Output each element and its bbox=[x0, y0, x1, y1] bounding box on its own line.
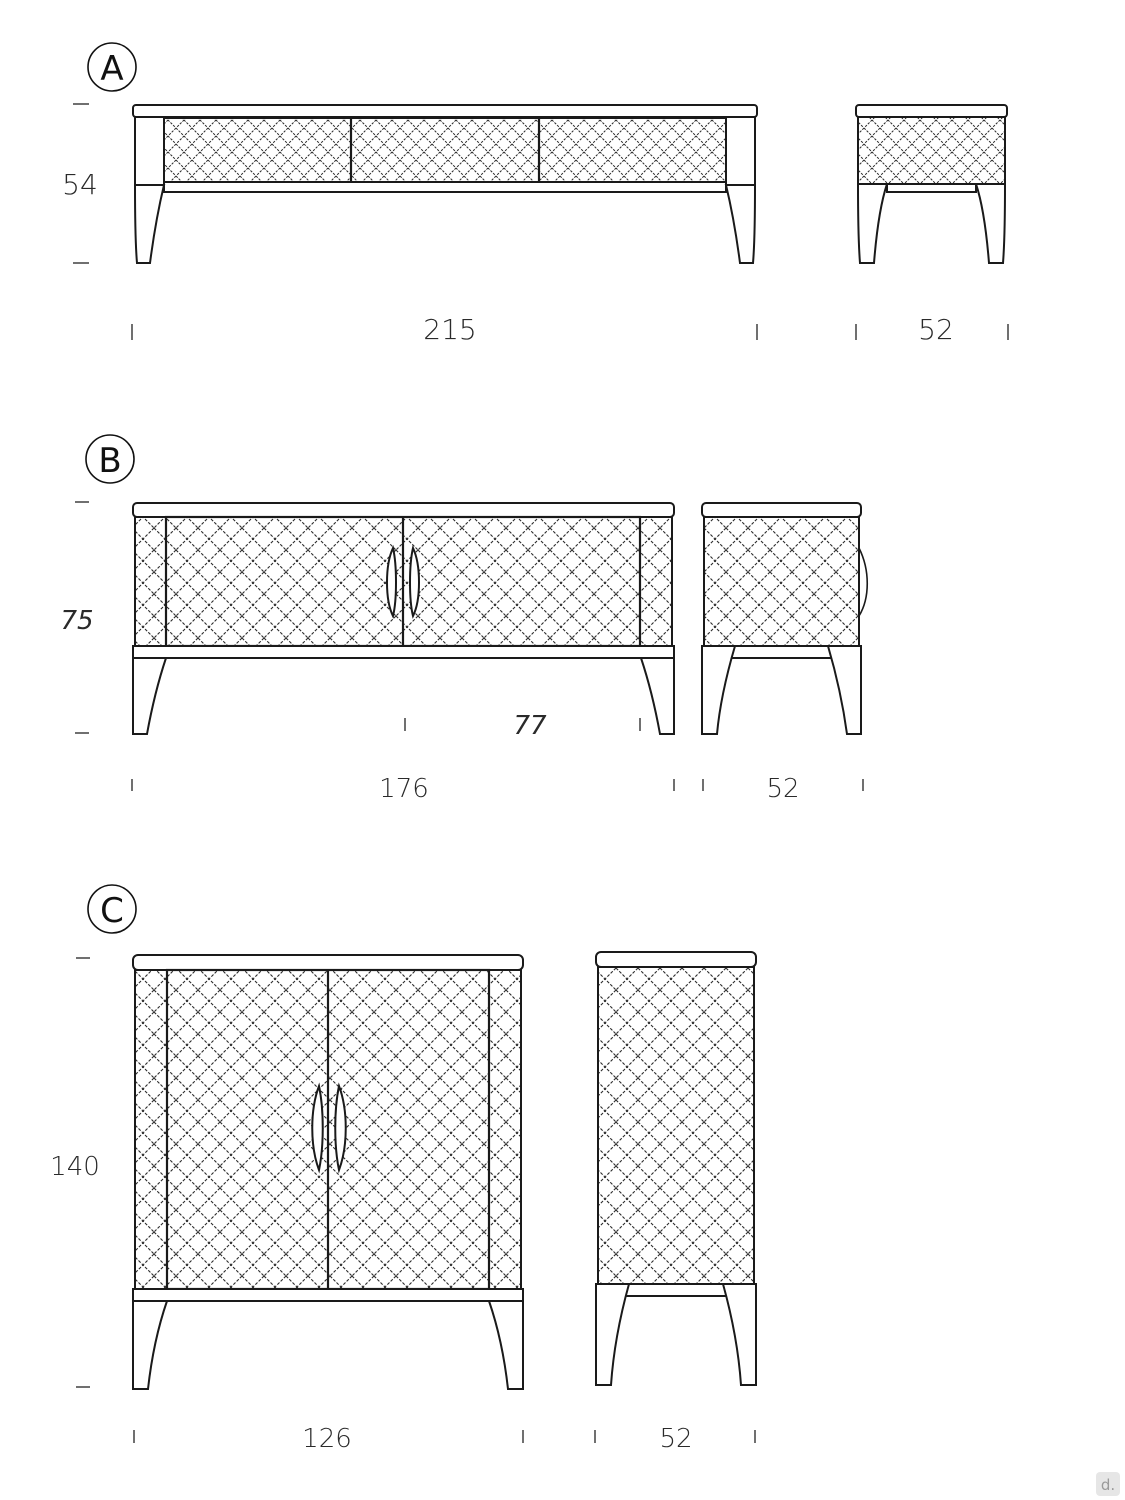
section-a: A 54 215 bbox=[62, 42, 1009, 346]
left-leg bbox=[595, 1283, 631, 1386]
section-a-label: A bbox=[100, 49, 123, 89]
cabinet-rail bbox=[132, 1288, 524, 1302]
watermark-box bbox=[1096, 1472, 1120, 1496]
width-dimension: 176 bbox=[379, 774, 429, 804]
right-door-handle bbox=[334, 1082, 347, 1174]
section-c: C 140 126 bbox=[50, 884, 757, 1454]
door-width-dimension: 77 bbox=[513, 711, 547, 741]
width-dimension: 126 bbox=[302, 1424, 352, 1454]
left-leg bbox=[132, 1300, 169, 1390]
left-leg bbox=[701, 645, 737, 735]
section-c-side-view bbox=[595, 951, 757, 1386]
width-dimension: 215 bbox=[423, 313, 476, 346]
corner-watermark: d. bbox=[1096, 1472, 1120, 1496]
right-leg bbox=[487, 1300, 524, 1390]
cabinet-rail bbox=[163, 181, 727, 193]
cabinet-top bbox=[132, 104, 758, 118]
cabinet-top bbox=[132, 954, 524, 971]
section-b-side-view bbox=[701, 502, 868, 735]
cabinet-top bbox=[855, 104, 1008, 118]
depth-dimension: 52 bbox=[918, 313, 954, 346]
lattice-side bbox=[597, 966, 755, 1285]
left-leg bbox=[133, 184, 166, 264]
section-b-badge: B bbox=[85, 434, 135, 484]
right-leg bbox=[826, 645, 862, 735]
section-c-label: C bbox=[100, 891, 124, 931]
section-c-badge: C bbox=[87, 884, 137, 934]
height-dimension: 75 bbox=[60, 606, 93, 636]
section-a-front-view bbox=[132, 104, 758, 264]
cabinet-top bbox=[595, 951, 757, 968]
right-leg bbox=[721, 1283, 757, 1386]
section-b-dimensions: 75 77 176 52 bbox=[60, 501, 864, 804]
section-a-dimensions: 54 215 52 bbox=[62, 103, 1009, 346]
depth-dimension: 52 bbox=[659, 1424, 692, 1454]
left-leg bbox=[132, 657, 168, 735]
cabinet-rail bbox=[886, 183, 977, 193]
badge-circle bbox=[87, 42, 137, 92]
cabinet-top bbox=[132, 502, 675, 518]
right-leg bbox=[724, 184, 757, 264]
section-b-label: B bbox=[98, 441, 121, 481]
badge-circle bbox=[85, 434, 135, 484]
badge-circle bbox=[87, 884, 137, 934]
depth-dimension: 52 bbox=[766, 774, 799, 804]
section-c-front-view bbox=[132, 954, 524, 1390]
handle-profile bbox=[858, 547, 868, 617]
section-a-side-view bbox=[855, 104, 1008, 264]
cabinet-rail bbox=[132, 645, 675, 659]
section-c-dimensions: 140 126 52 bbox=[50, 957, 756, 1454]
lattice-side bbox=[857, 116, 1006, 185]
right-door-handle bbox=[409, 544, 420, 619]
watermark-text: d. bbox=[1101, 1476, 1115, 1494]
left-door-handle bbox=[386, 544, 397, 619]
height-dimension: 140 bbox=[50, 1152, 100, 1182]
right-leg bbox=[974, 183, 1007, 264]
lattice-panel bbox=[163, 117, 727, 183]
lattice-side bbox=[703, 516, 860, 647]
height-dimension: 54 bbox=[62, 168, 98, 201]
left-leg bbox=[856, 183, 889, 264]
section-b-front-view bbox=[132, 502, 675, 735]
section-a-badge: A bbox=[87, 42, 137, 92]
cabinet-top bbox=[701, 502, 862, 518]
left-door-handle bbox=[311, 1082, 324, 1174]
section-b: B 75 7 bbox=[60, 434, 868, 804]
right-leg bbox=[639, 657, 675, 735]
